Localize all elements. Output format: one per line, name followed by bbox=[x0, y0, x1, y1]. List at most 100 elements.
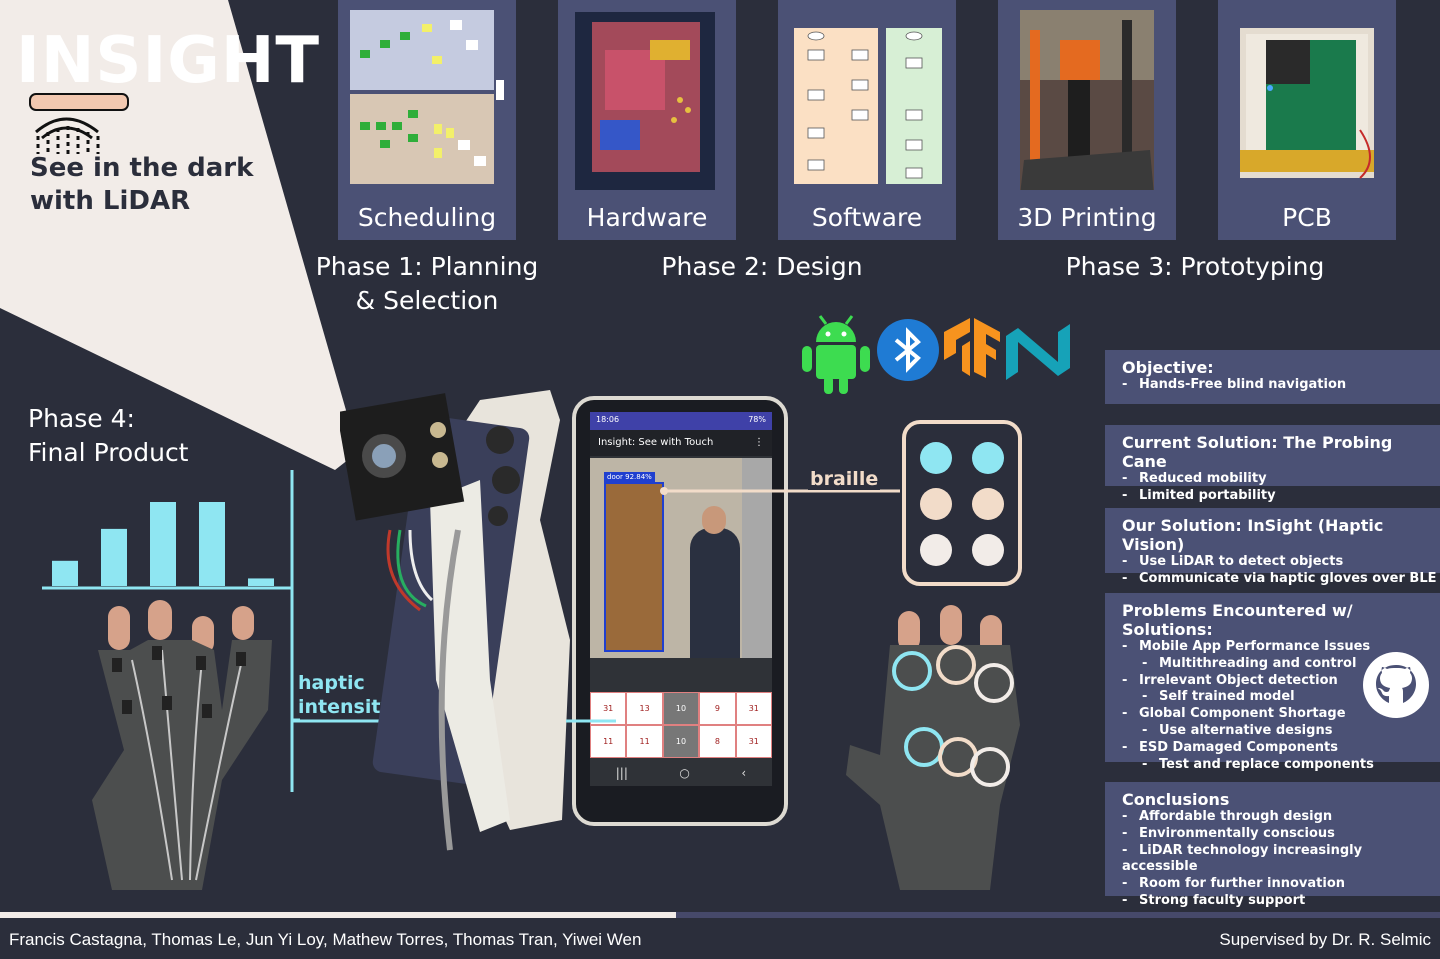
item-text: Strong faculty support bbox=[1139, 892, 1306, 908]
app-title: Insight: See with Touch bbox=[598, 437, 714, 448]
list-sub-item: -Test and replace components bbox=[1142, 756, 1374, 772]
3d-printer-thumbnail bbox=[1020, 10, 1154, 190]
left-haptic-glove bbox=[92, 600, 272, 890]
haptic-bar bbox=[150, 502, 176, 586]
card-hardware: Hardware bbox=[558, 0, 736, 240]
phone-status-bar: 18:06 78% bbox=[590, 412, 772, 430]
hardware-pcb-thumbnail bbox=[575, 12, 715, 190]
list-item: -Global Component Shortage bbox=[1122, 706, 1346, 722]
card-3d-printing: 3D Printing bbox=[998, 0, 1176, 240]
haptic-bar-chart bbox=[42, 470, 300, 792]
android-icon bbox=[802, 315, 870, 394]
phone-nav-bar: ||| ○ ‹ bbox=[590, 760, 772, 786]
depth-connector-line bbox=[566, 719, 616, 723]
detection-label: door bbox=[607, 473, 623, 481]
list-item: -LiDAR technology increasingly accessibl… bbox=[1122, 842, 1363, 875]
item-text: LiDAR technology increasingly accessible bbox=[1122, 842, 1363, 875]
software-flowchart-thumbnail bbox=[794, 28, 942, 184]
phone-screen: 18:06 78% Insight: See with Touch ⋮ door… bbox=[590, 412, 772, 786]
list-item: -Room for further innovation bbox=[1122, 876, 1346, 892]
haptic-bar bbox=[248, 578, 274, 586]
list-item: -Limited portability bbox=[1122, 487, 1276, 503]
panel-title: Our Solution: InSight (Haptic Vision) bbox=[1122, 516, 1384, 554]
bluetooth-icon bbox=[877, 319, 939, 381]
list-item: -Environmentally conscious bbox=[1122, 825, 1335, 841]
card-label: Scheduling bbox=[357, 203, 497, 232]
authors: Francis Castagna, Thomas Le, Jun Yi Loy,… bbox=[9, 930, 642, 949]
panel-title: Conclusions bbox=[1122, 790, 1230, 809]
list-item: -Reduced mobility bbox=[1122, 471, 1267, 486]
detection-box: door 92.84% bbox=[604, 472, 664, 652]
nordic-icon bbox=[1006, 324, 1070, 380]
haptic-bar bbox=[199, 502, 225, 586]
panel-title: Problems Encountered w/ Solutions: bbox=[1122, 601, 1353, 639]
phase-1-text: Phase 1: Planning & Selection bbox=[315, 252, 539, 315]
braille-dot-1 bbox=[920, 442, 952, 474]
depth-cell: 31 bbox=[735, 692, 772, 725]
list-item: -Irrelevant Object detection bbox=[1122, 672, 1338, 688]
pcb-photo-thumbnail bbox=[1240, 28, 1374, 179]
card-label: 3D Printing bbox=[1017, 203, 1157, 232]
back-icon[interactable]: ‹ bbox=[741, 766, 747, 780]
overflow-menu-icon[interactable]: ⋮ bbox=[754, 437, 764, 448]
item-text: Self trained model bbox=[1159, 689, 1295, 705]
item-text: Global Component Shortage bbox=[1139, 706, 1346, 722]
depth-cell: 31 bbox=[590, 692, 627, 725]
braille-dot-6 bbox=[972, 534, 1004, 566]
scheduling-thumbnail bbox=[350, 10, 504, 184]
panel-problems: Problems Encountered w/ Solutions: -Mobi… bbox=[1105, 593, 1440, 772]
supervisor: Supervised by Dr. R. Selmic bbox=[1219, 930, 1431, 949]
depth-cell: 10 bbox=[662, 692, 700, 725]
card-label: Software bbox=[811, 203, 923, 232]
panel-title: Objective: bbox=[1122, 358, 1214, 377]
haptic-bar bbox=[101, 528, 127, 586]
item-text: Communicate via haptic gloves over BLE bbox=[1139, 570, 1437, 586]
item-text: Multithreading and control bbox=[1159, 655, 1357, 671]
card-scheduling: Scheduling bbox=[338, 0, 516, 240]
detection-tag: door 92.84% bbox=[604, 472, 655, 482]
footer-divider-light bbox=[0, 912, 676, 918]
depth-cell: 11 bbox=[626, 725, 663, 758]
detection-confidence: 92.84% bbox=[625, 473, 652, 481]
lidar-camera-holder bbox=[340, 390, 570, 851]
phase-3-title: Phase 3: Prototyping bbox=[1065, 252, 1325, 281]
braille-dot-5 bbox=[972, 488, 1004, 520]
list-item: -Hands-Free blind navigation bbox=[1122, 377, 1347, 392]
list-sub-item: -Multithreading and control bbox=[1142, 655, 1357, 671]
phone-frame: 18:06 78% Insight: See with Touch ⋮ door… bbox=[572, 396, 788, 826]
item-text: Use alternative designs bbox=[1159, 722, 1333, 738]
depth-cell: 13 bbox=[626, 692, 663, 725]
depth-cell: 10 bbox=[662, 725, 700, 758]
hand-lidar-icon bbox=[29, 93, 129, 154]
list-item: -Strong faculty support bbox=[1122, 892, 1306, 908]
app-bar: Insight: See with Touch ⋮ bbox=[590, 430, 772, 456]
item-text: Reduced mobility bbox=[1139, 471, 1267, 486]
recent-apps-icon[interactable]: ||| bbox=[615, 766, 628, 780]
depth-cell: 31 bbox=[735, 725, 772, 758]
depth-cell: 9 bbox=[699, 692, 736, 725]
logo-title: INSIGHT bbox=[16, 24, 321, 98]
person-figure bbox=[690, 528, 740, 658]
braille-dot-4 bbox=[972, 442, 1004, 474]
braille-connector-line bbox=[660, 487, 900, 495]
card-software: Software bbox=[778, 0, 956, 240]
haptic-bar bbox=[52, 560, 78, 586]
status-time: 18:06 bbox=[596, 415, 620, 424]
item-text: Mobile App Performance Issues bbox=[1139, 639, 1371, 654]
item-text: Environmentally conscious bbox=[1139, 825, 1335, 841]
list-sub-item: -Self trained model bbox=[1142, 689, 1295, 705]
phase-2-title: Phase 2: Design bbox=[661, 252, 863, 281]
braille-dot-2 bbox=[920, 488, 952, 520]
braille-dot-3 bbox=[920, 534, 952, 566]
home-icon[interactable]: ○ bbox=[679, 766, 690, 780]
github-icon[interactable] bbox=[1362, 651, 1430, 719]
card-label: Hardware bbox=[586, 203, 708, 232]
person-head bbox=[702, 506, 726, 534]
depth-cell: 8 bbox=[699, 725, 736, 758]
list-item: -ESD Damaged Components bbox=[1122, 739, 1338, 755]
panel-title: Current Solution: The Probing Cane bbox=[1122, 433, 1393, 471]
status-battery: 78% bbox=[748, 415, 766, 424]
tensorflow-icon bbox=[944, 318, 1000, 378]
card-label: PCB bbox=[1282, 203, 1332, 232]
